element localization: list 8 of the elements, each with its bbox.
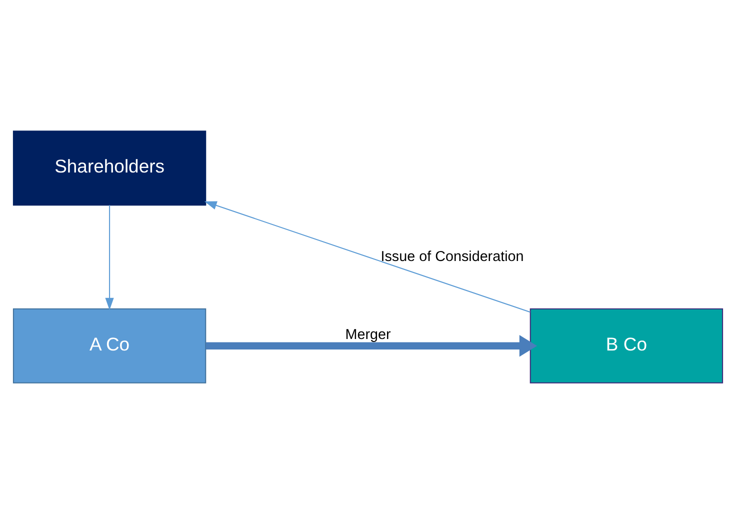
edge-label: Issue of Consideration	[380, 248, 524, 265]
arrow	[105, 205, 114, 310]
node-box: Shareholders	[12, 130, 206, 206]
arrow	[204, 201, 530, 313]
node-box: A Co	[12, 308, 206, 384]
arrow	[206, 335, 538, 357]
node-box: B Co	[530, 308, 724, 384]
edge-label: Merger	[345, 326, 391, 343]
